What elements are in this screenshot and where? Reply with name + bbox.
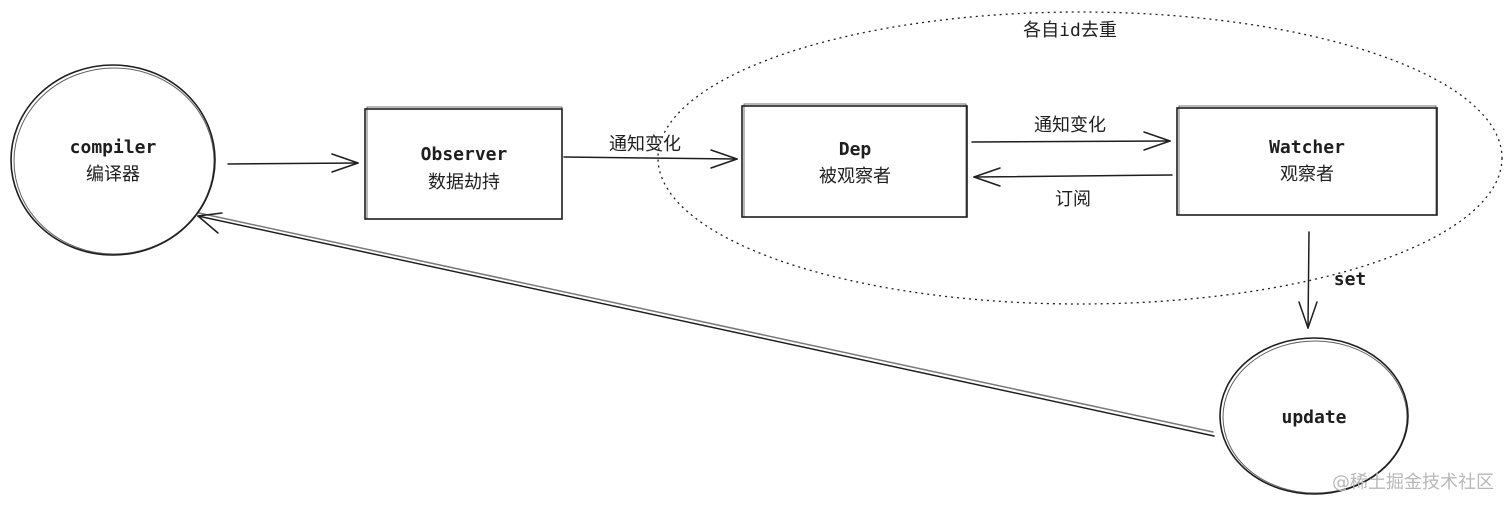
update-node[interactable]: update <box>1219 337 1409 495</box>
dedupe-group: 各自id去重 <box>657 11 1503 305</box>
watcher-to-dep-label: 订阅 <box>1055 189 1091 210</box>
arrow-dep-to-watcher: 通知变化 <box>971 115 1171 151</box>
update-title: update <box>1281 407 1346 428</box>
observer-title: Observer <box>421 144 508 165</box>
watcher-title: Watcher <box>1269 137 1345 158</box>
arrow-update-to-compiler <box>197 212 1215 437</box>
compiler-node[interactable]: compiler 编译器 <box>10 64 216 256</box>
observer-node[interactable]: Observer 数据劫持 <box>364 106 563 220</box>
dep-to-watcher-label: 通知变化 <box>1034 115 1106 136</box>
observer-subtitle: 数据劫持 <box>428 172 500 193</box>
watcher-to-update-label: set <box>1334 269 1367 290</box>
arrow-compiler-to-observer <box>227 153 359 173</box>
dep-title: Dep <box>839 139 872 160</box>
arrow-observer-to-dep: 通知变化 <box>563 134 738 169</box>
arrow-watcher-to-update: set <box>1298 231 1367 329</box>
observer-to-dep-label: 通知变化 <box>609 134 681 155</box>
watermark: @稀土掘金技术社区 <box>1332 472 1494 493</box>
arrow-watcher-to-dep: 订阅 <box>973 167 1173 210</box>
dep-subtitle: 被观察者 <box>819 166 891 187</box>
watcher-subtitle: 观察者 <box>1280 164 1334 185</box>
group-label: 各自id去重 <box>1023 20 1117 41</box>
compiler-title: compiler <box>70 137 157 158</box>
watcher-node[interactable]: Watcher 观察者 <box>1176 105 1438 216</box>
compiler-subtitle: 编译器 <box>86 164 140 185</box>
dep-node[interactable]: Dep 被观察者 <box>741 103 968 218</box>
